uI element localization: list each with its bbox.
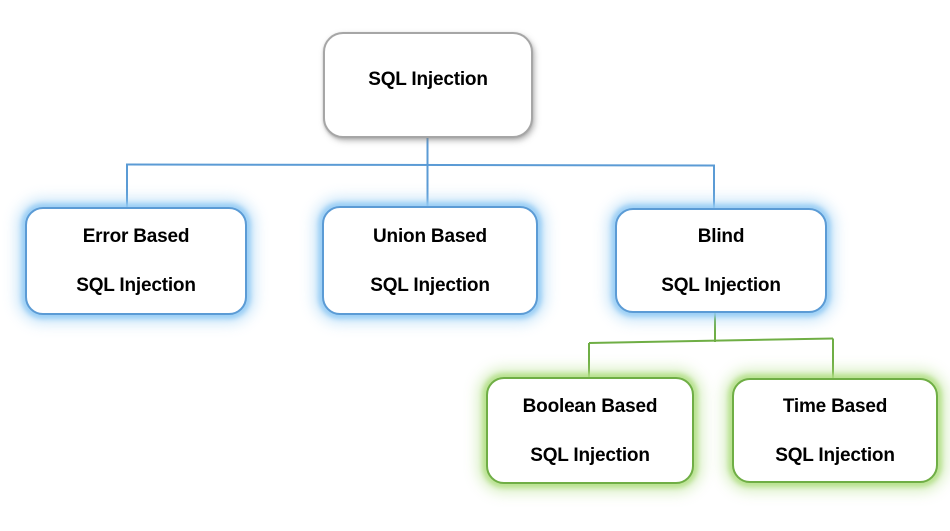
node-union-based-sql-injection: Union Based SQL Injection — [322, 206, 538, 315]
node-label-line1: Time Based — [782, 395, 888, 417]
node-label-line2: SQL Injection — [661, 274, 781, 296]
node-label: SQL Injection — [368, 68, 488, 90]
connector-blind-to-children — [588, 313, 834, 378]
connector-root-to-children — [125, 138, 716, 208]
node-label-line2: SQL Injection — [76, 275, 196, 296]
node-boolean-based-sql-injection: Boolean Based SQL Injection — [486, 377, 694, 484]
node-sql-injection: SQL Injection — [323, 32, 533, 138]
node-label-line1: Error Based — [82, 226, 190, 247]
node-label-line1: Blind — [697, 225, 745, 247]
node-error-based-sql-injection: Error Based SQL Injection — [25, 207, 247, 315]
node-label-line1: Boolean Based — [522, 395, 658, 417]
node-blind-sql-injection: Blind SQL Injection — [615, 208, 827, 313]
node-label-line2: SQL Injection — [775, 444, 895, 466]
node-label-line2: SQL Injection — [530, 444, 650, 466]
node-label-line1: Union Based — [373, 225, 487, 247]
node-time-based-sql-injection: Time Based SQL Injection — [732, 378, 938, 483]
node-label-line2: SQL Injection — [370, 274, 490, 296]
